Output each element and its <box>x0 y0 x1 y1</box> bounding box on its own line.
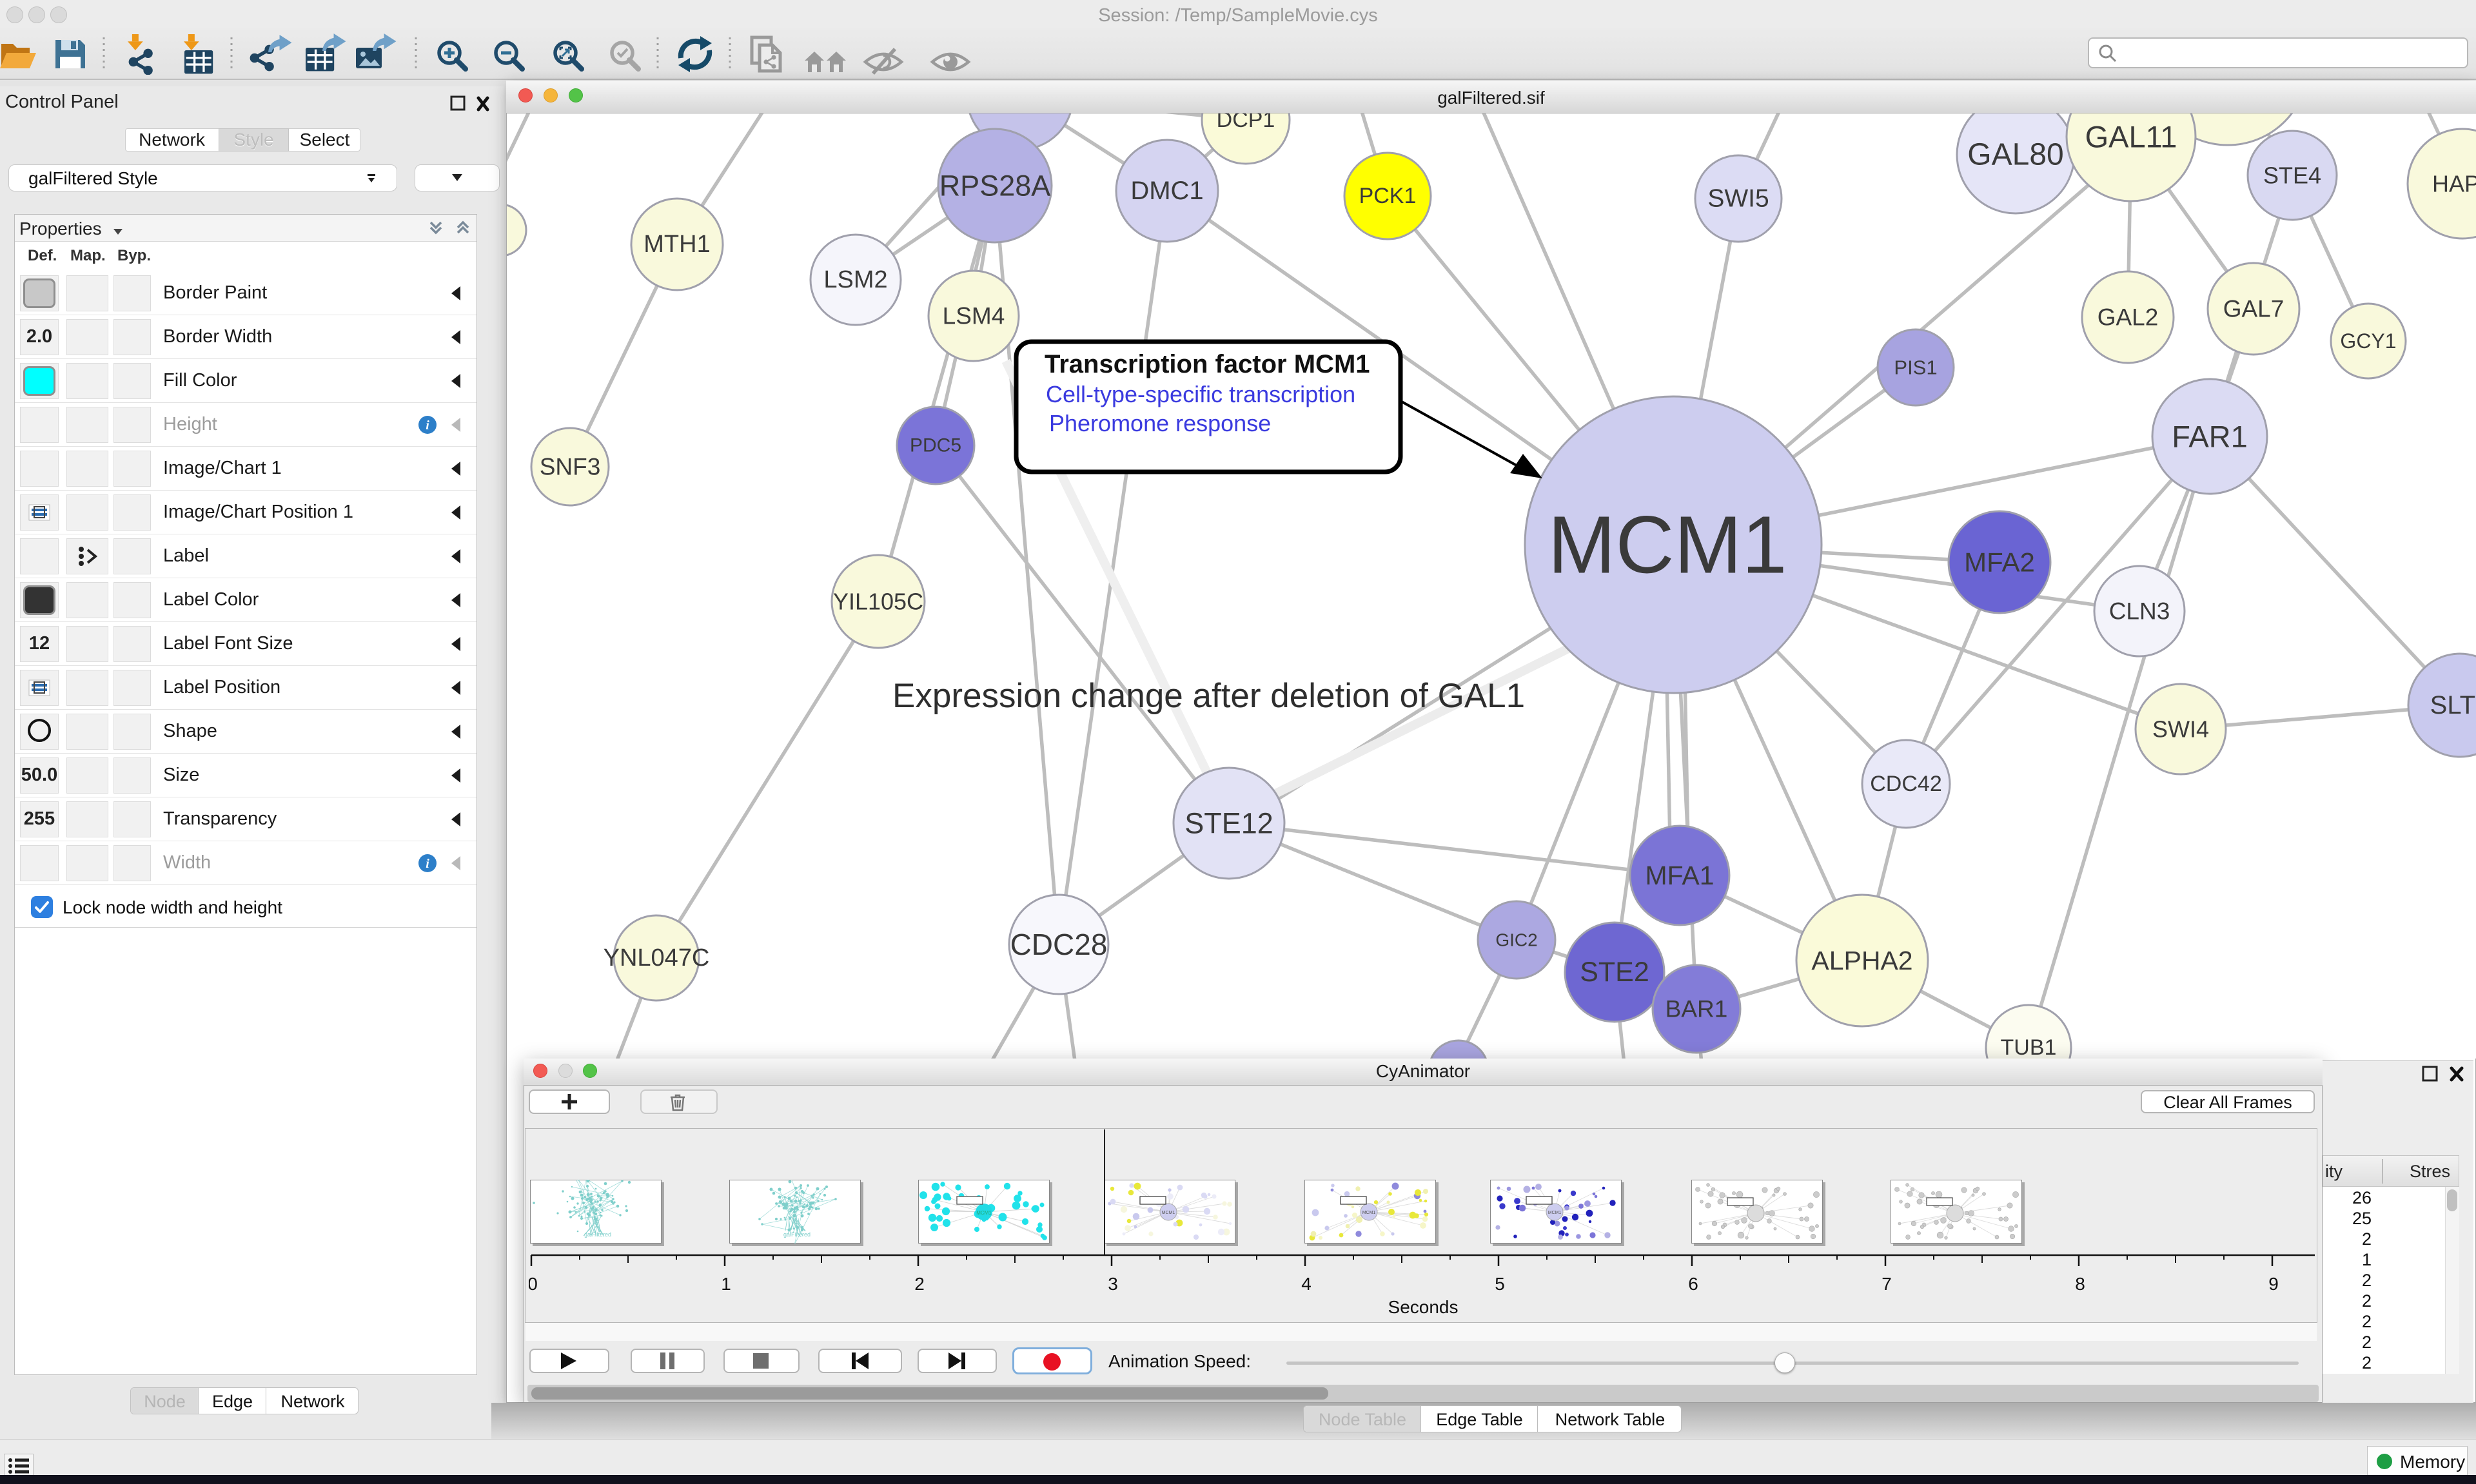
svg-text:STE12: STE12 <box>1184 807 1273 840</box>
svg-text:7: 7 <box>1882 1274 1892 1294</box>
svg-text:MCM1: MCM1 <box>1548 500 1787 591</box>
svg-text:FAR1: FAR1 <box>2172 420 2248 454</box>
svg-text:GIC2: GIC2 <box>1495 930 1537 950</box>
svg-text:8: 8 <box>2075 1274 2085 1294</box>
svg-text:DMC1: DMC1 <box>1130 177 1203 205</box>
svg-text:RPS28A: RPS28A <box>939 170 1051 202</box>
svg-text:6: 6 <box>1688 1274 1698 1294</box>
svg-text:TUB1: TUB1 <box>2001 1035 2057 1059</box>
svg-text:YIL105C: YIL105C <box>833 589 923 615</box>
svg-text:5: 5 <box>1495 1274 1505 1294</box>
svg-text:MFA1: MFA1 <box>1645 861 1714 890</box>
svg-text:GAL2: GAL2 <box>2098 304 2159 331</box>
svg-text:CDC28: CDC28 <box>1010 928 1108 961</box>
svg-text:STE4: STE4 <box>2263 162 2321 189</box>
svg-text:galFiltered: galFiltered <box>584 1231 611 1238</box>
svg-text:SWI5: SWI5 <box>1707 185 1769 213</box>
svg-text:LSM4: LSM4 <box>943 303 1005 329</box>
svg-text:PCK1: PCK1 <box>1359 184 1417 208</box>
svg-text:HAP2: HAP2 <box>2432 171 2476 197</box>
svg-text:MTH1: MTH1 <box>644 231 710 258</box>
svg-text:Transcription factor MCM1: Transcription factor MCM1 <box>1045 350 1370 378</box>
svg-text:CDC42: CDC42 <box>1870 772 1941 796</box>
svg-text:YNL047C: YNL047C <box>604 944 710 971</box>
svg-text:PIS1: PIS1 <box>1894 356 1937 379</box>
svg-text:CLN3: CLN3 <box>2109 598 2170 625</box>
svg-text:SNF3: SNF3 <box>540 454 601 480</box>
svg-text:3: 3 <box>1108 1274 1118 1294</box>
svg-text:galFiltered: galFiltered <box>783 1231 811 1238</box>
svg-text:Cell-type-specific transcripti: Cell-type-specific transcription <box>1046 381 1355 407</box>
svg-text:SWI4: SWI4 <box>2152 716 2209 743</box>
svg-text:1: 1 <box>721 1274 731 1294</box>
svg-text:PDC5: PDC5 <box>910 435 961 456</box>
svg-text:9: 9 <box>2268 1274 2279 1294</box>
svg-text:DCP1: DCP1 <box>1217 113 1275 132</box>
svg-text:MCM1: MCM1 <box>1548 1211 1562 1215</box>
svg-text:GCY1: GCY1 <box>2340 329 2396 353</box>
svg-text:4: 4 <box>1301 1274 1312 1294</box>
svg-text:MFA2: MFA2 <box>1964 547 2035 578</box>
svg-text:0: 0 <box>529 1274 538 1294</box>
svg-text:i: i <box>426 857 429 871</box>
svg-text:MCM1: MCM1 <box>1362 1211 1376 1215</box>
svg-text:GAL80: GAL80 <box>1967 138 2063 172</box>
svg-text:MCM1: MCM1 <box>1162 1211 1175 1215</box>
svg-text:2: 2 <box>914 1274 925 1294</box>
svg-text:BAR1: BAR1 <box>1665 996 1728 1022</box>
svg-text:LSM2: LSM2 <box>823 266 887 293</box>
svg-text:GAL7: GAL7 <box>2223 296 2284 322</box>
svg-text:i: i <box>426 418 429 433</box>
svg-text:GAL11: GAL11 <box>2085 120 2177 154</box>
svg-text:Pheromone response: Pheromone response <box>1049 410 1271 436</box>
svg-text:MCM1: MCM1 <box>976 1210 992 1216</box>
svg-text:Expression change after deleti: Expression change after deletion of GAL1 <box>892 677 1525 715</box>
svg-text:STE2: STE2 <box>1580 957 1649 988</box>
svg-text:ALPHA2: ALPHA2 <box>1811 946 1912 975</box>
svg-text:SLT2: SLT2 <box>2430 691 2476 719</box>
